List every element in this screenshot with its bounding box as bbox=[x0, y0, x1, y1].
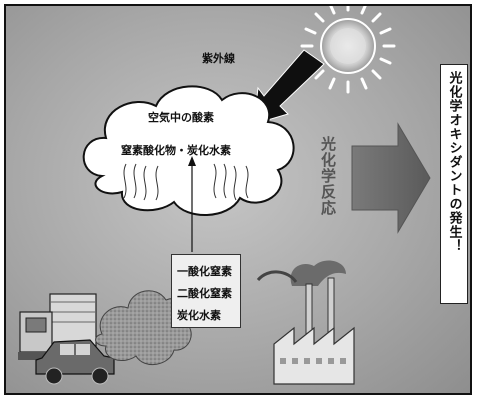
diagram-frame: 紫外線 空気中の酸素 窒素酸化物・炭化水素 光化学反応 一酸化窒素 二酸化窒素 … bbox=[4, 4, 472, 395]
photochemical-reaction-label: 光化学反応 bbox=[319, 136, 337, 216]
pollutant-item-no: 一酸化窒素 bbox=[177, 265, 232, 278]
factory-icon bbox=[256, 260, 355, 385]
pollutant-item-hc: 炭化水素 bbox=[177, 309, 221, 322]
nox-hc-label: 窒素酸化物・炭化水素 bbox=[121, 144, 231, 157]
oxygen-label: 空気中の酸素 bbox=[148, 111, 214, 124]
result-arrow-icon bbox=[351, 122, 431, 234]
pollutant-list: 一酸化窒素 二酸化窒素 炭化水素 bbox=[171, 254, 241, 328]
car-icon bbox=[35, 339, 115, 385]
illustration-layer bbox=[18, 6, 431, 385]
cloud-icon bbox=[82, 85, 295, 252]
pollutant-item-no2: 二酸化窒素 bbox=[177, 287, 232, 300]
exhaust-smoke-icon bbox=[95, 290, 192, 365]
result-box: 光化学オキシダントの発生！ bbox=[440, 64, 468, 304]
sun-icon bbox=[300, 6, 396, 94]
uv-label: 紫外線 bbox=[202, 52, 235, 65]
result-label: 光化学オキシダントの発生！ bbox=[446, 71, 462, 253]
